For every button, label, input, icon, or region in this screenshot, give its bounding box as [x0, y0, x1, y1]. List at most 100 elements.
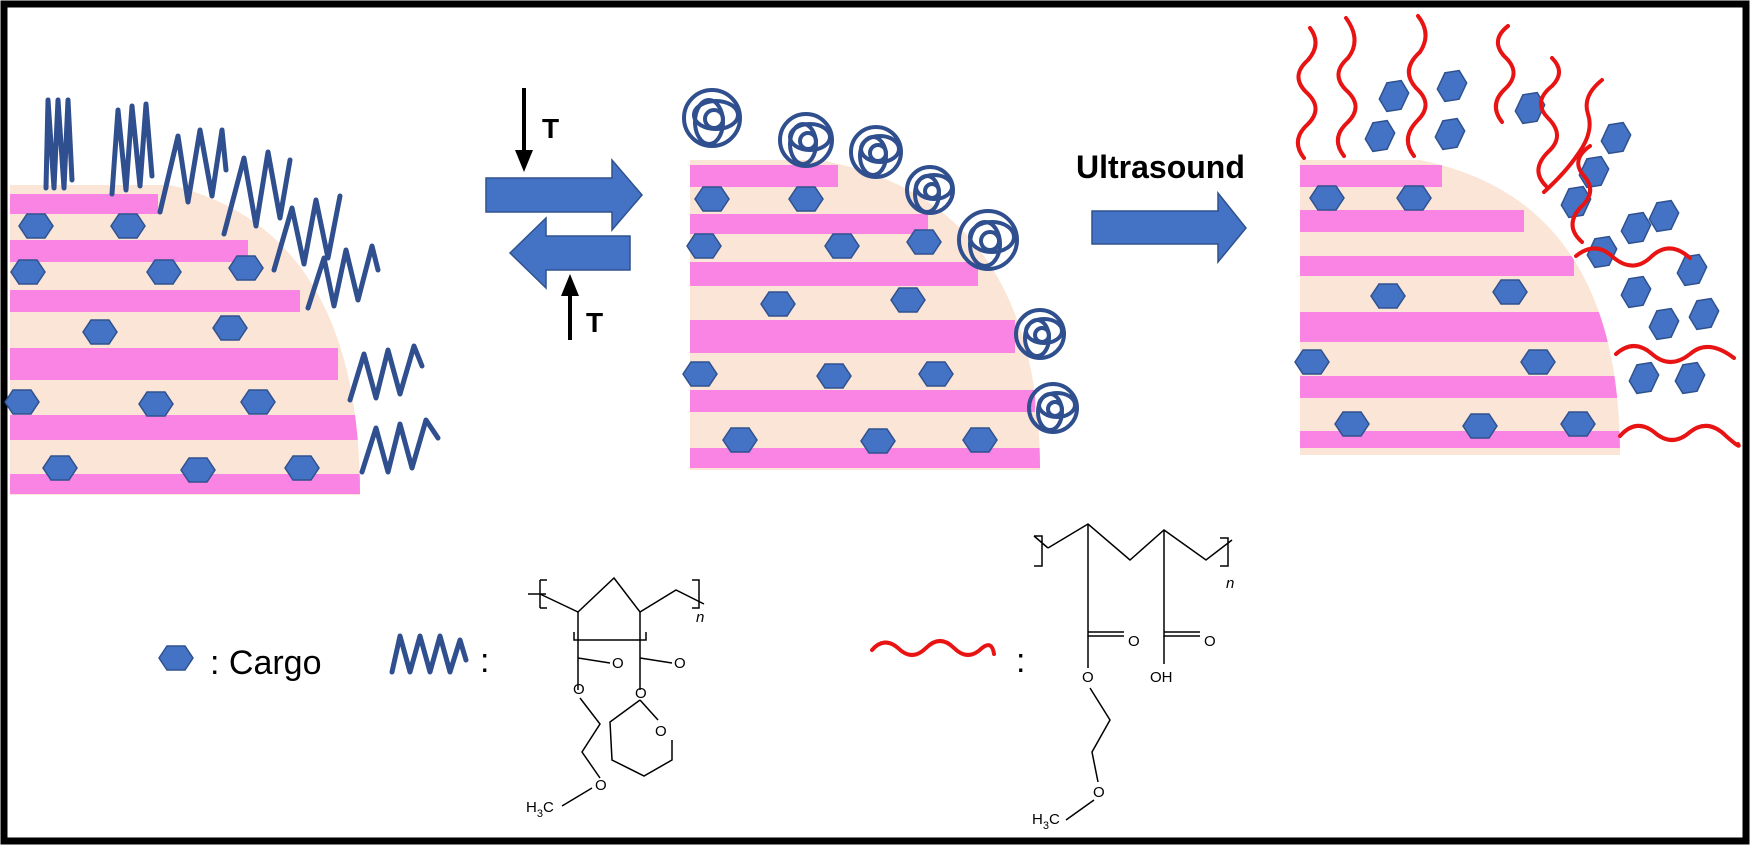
extended-polymer-chain: [43, 97, 75, 191]
legend-thermoresponsive-polymer-icon: [389, 633, 469, 675]
particle-collapsed: [682, 88, 1079, 470]
silica-layer: [690, 214, 928, 234]
collapsed-polymer-globule: [682, 88, 742, 148]
chemical-structure-thermoresponsive: n O O O O O H3C O: [526, 576, 704, 820]
cargo-molecule: [82, 319, 118, 345]
silica-layer: [690, 390, 1035, 412]
extended-polymer-chains: [43, 97, 441, 475]
released-cargo: [1671, 356, 1709, 400]
released-cargo: [1617, 270, 1655, 314]
ether-oxygen: O: [595, 777, 607, 794]
cargo-molecule: [1520, 349, 1556, 375]
cargo-molecule: [228, 255, 264, 281]
extended-polymer-chain: [157, 127, 229, 215]
extended-polymer-chain: [271, 193, 343, 273]
cargo-molecule: [1492, 279, 1528, 305]
cleaved-polymer-chain: [1574, 246, 1692, 268]
particle-initial: [4, 97, 441, 495]
cargo-molecule: [240, 389, 276, 415]
cargo-molecule: [180, 457, 216, 483]
cargo-molecule: [1462, 413, 1498, 439]
released-cargo: [1673, 248, 1711, 292]
temperature-label-bottom: T: [586, 307, 603, 338]
cleaved-polymer-chain: [1296, 26, 1318, 160]
silica-layer: [10, 240, 248, 262]
cleaved-polymer-chain: [1494, 24, 1516, 124]
temperature-decrease-arrowhead: [515, 150, 533, 172]
released-cargo: [1645, 194, 1683, 238]
extended-polymer-chain: [359, 417, 441, 475]
cargo-molecule: [918, 361, 954, 387]
cleaved-polymer-chain: [1618, 424, 1741, 448]
cargo-molecule: [1309, 185, 1345, 211]
cargo-molecule: [284, 455, 320, 481]
cargo-molecule: [962, 427, 998, 453]
released-cargo: [1433, 64, 1471, 108]
temperature-label-top: T: [542, 113, 559, 144]
released-cargo: [1431, 112, 1469, 156]
cargo-molecule: [138, 391, 174, 417]
ultrasound-step: Ultrasound: [1076, 149, 1247, 265]
legend-cargo-label: : Cargo: [210, 644, 322, 682]
carbonyl-oxygen: O: [612, 655, 624, 672]
collapsed-polymer-globules: [682, 88, 1079, 434]
cargo-molecule: [1560, 411, 1596, 437]
repeat-unit-subscript: n: [696, 609, 704, 626]
cargo-molecule: [4, 389, 40, 415]
reverse-arrow: [508, 216, 631, 290]
carbonyl-oxygen: O: [674, 655, 686, 672]
particle-collapsed-layers: [690, 165, 1040, 468]
chemical-structure-cleaved: n O O O OH O H3C: [1032, 523, 1234, 832]
cargo-molecule: [890, 287, 926, 313]
legend-thermoresponsive-colon: :: [480, 642, 489, 680]
extended-polymer-chain: [109, 101, 155, 197]
repeat-unit-subscript: n: [1226, 575, 1234, 592]
silica-layer: [690, 448, 1040, 468]
silica-layer: [10, 348, 338, 380]
ester-oxygen: O: [635, 685, 647, 702]
collapsed-polymer-globule: [849, 125, 903, 179]
cargo-molecule: [212, 315, 248, 341]
extended-polymer-chain: [221, 149, 293, 237]
particle-released-layers: [1300, 165, 1620, 448]
carbonyl-oxygen: O: [1128, 633, 1140, 650]
ultrasound-arrow: [1091, 190, 1247, 265]
ultrasound-label: Ultrasound: [1076, 149, 1245, 185]
temperature-switch: T T: [485, 88, 643, 340]
particle-collapsed-core: [690, 160, 1040, 470]
cargo-molecule: [146, 259, 182, 285]
silica-layer: [690, 320, 1015, 353]
cargo-molecule: [686, 233, 722, 259]
cleaved-polymer-chain: [1406, 14, 1428, 158]
released-cargo: [1625, 356, 1663, 400]
released-cargo: [1645, 302, 1683, 346]
cleaved-polymer-chain: [1570, 144, 1592, 244]
cleaved-polymer-chains: [1296, 14, 1741, 448]
cargo-molecule: [682, 361, 718, 387]
temperature-increase-arrowhead: [561, 274, 579, 296]
pyran-oxygen: O: [655, 723, 667, 740]
cargo-molecule: [788, 186, 824, 212]
legend-cargo-icon: [158, 645, 194, 671]
cargo-molecule: [860, 428, 896, 454]
particle-initial-core: [10, 185, 360, 495]
legend: : Cargo : :: [158, 633, 1025, 682]
collapsed-polymer-globule: [1027, 382, 1079, 434]
cargo-molecule: [1370, 283, 1406, 309]
forward-arrow: [485, 157, 643, 233]
silica-layer: [1300, 165, 1442, 187]
extended-polymer-chain: [305, 243, 381, 311]
collapsed-polymer-globule: [957, 209, 1019, 271]
cargo-molecule: [18, 213, 54, 239]
cargo-molecule: [42, 455, 78, 481]
cleaved-polymer-chain: [1536, 56, 1561, 188]
released-cargo: [1617, 206, 1655, 250]
particle-released: [1294, 14, 1741, 455]
cleaved-polymer-chain: [1336, 16, 1358, 158]
collapsed-polymer-globule: [905, 165, 955, 215]
cargo-molecule: [10, 259, 46, 285]
cargo-molecule: [722, 427, 758, 453]
cleaved-polymer-chain: [1614, 344, 1736, 364]
